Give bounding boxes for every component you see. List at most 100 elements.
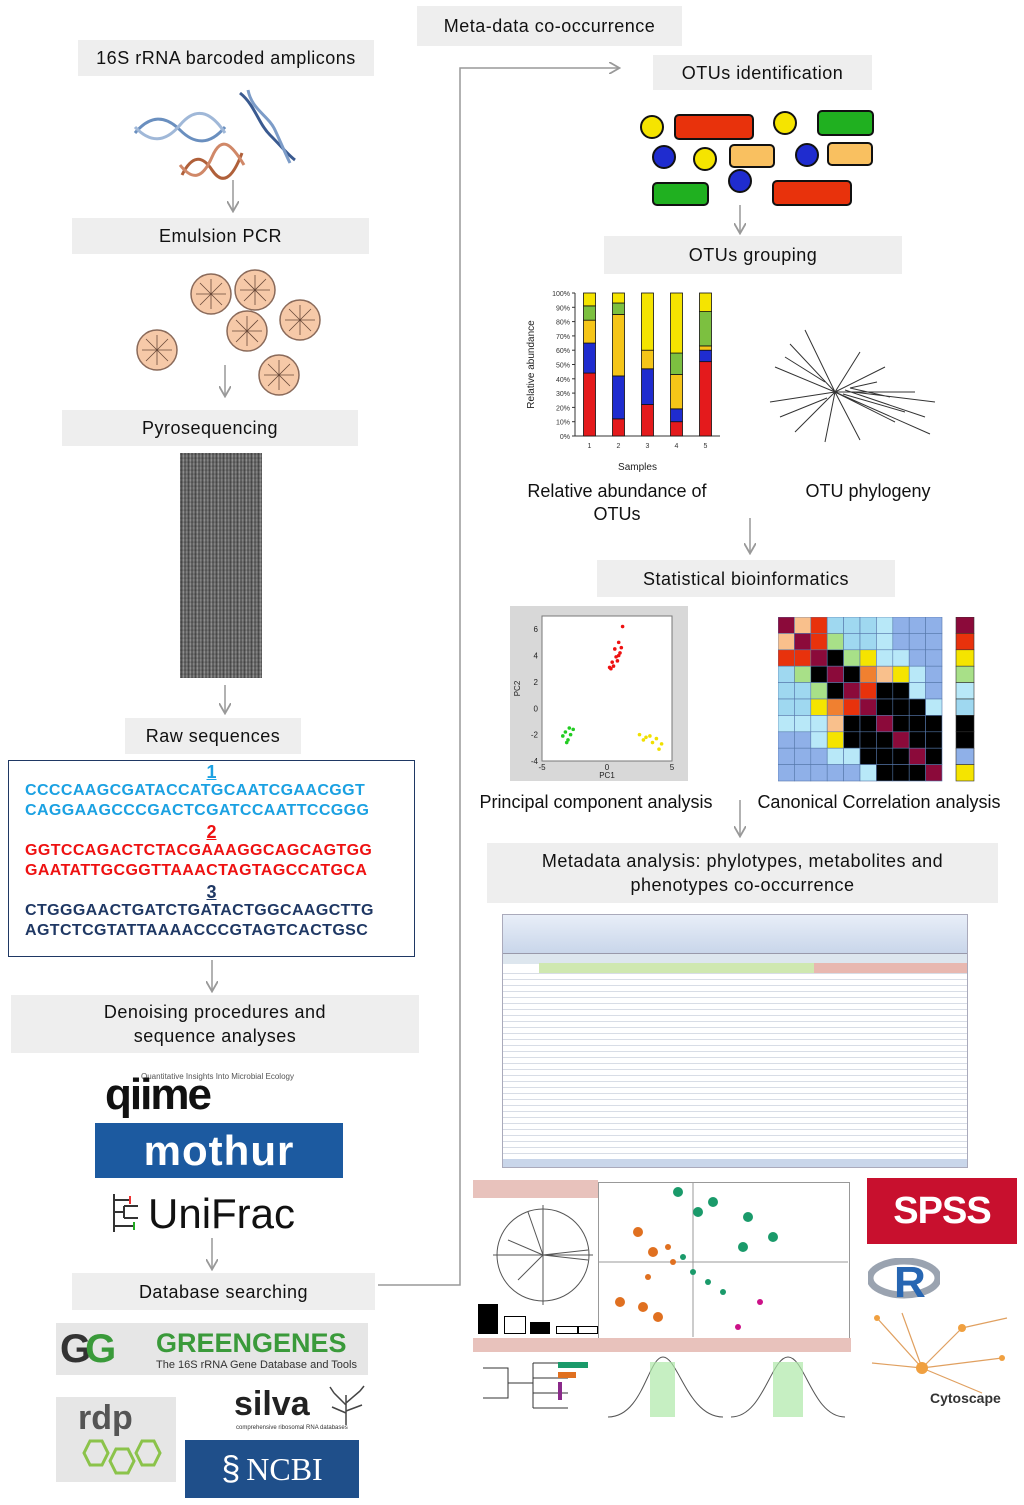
heatmap-cell — [859, 715, 877, 733]
heatmap-cell — [810, 617, 828, 634]
heatmap-cell — [810, 633, 828, 651]
scatter-point — [657, 747, 661, 751]
scatter-point — [619, 645, 624, 650]
bar-segment — [699, 292, 712, 312]
otu-phylogeny-caption: OTU phylogeny — [805, 481, 931, 501]
heatmap-cell — [925, 617, 943, 634]
bar-segment — [612, 375, 625, 420]
factor-density-curves — [607, 1356, 846, 1418]
bar-segment — [612, 302, 625, 315]
x-axis-label: Samples — [618, 462, 657, 473]
bar-segment — [641, 368, 654, 405]
cytoscape-wordmark: Cytoscape — [930, 1390, 1001, 1406]
bar-segment — [583, 292, 596, 307]
rdp-wordmark: rdp — [78, 1399, 133, 1437]
heatmap-cell — [843, 682, 861, 700]
rdp-logo: rdp — [56, 1397, 176, 1482]
color-scale-cell — [955, 682, 975, 700]
x-tick-label: 0 — [605, 763, 610, 772]
heatmap-cell — [843, 649, 861, 667]
sequence-number-1: 1 — [206, 762, 217, 782]
y-tick-label: 60% — [556, 348, 570, 355]
x-tick-label: 2 — [617, 443, 621, 450]
heatmap-cell — [892, 715, 910, 733]
caption-line-1: Relative abundance of — [527, 481, 707, 501]
heatmap-cell — [778, 649, 795, 667]
sequence-number-2: 2 — [206, 822, 217, 842]
bar-segment — [670, 408, 683, 423]
heatmap-cell — [859, 649, 877, 667]
heatmap-cell — [876, 682, 894, 700]
scatter-point — [659, 742, 664, 746]
correlation-circle — [493, 1205, 593, 1305]
step-otu-identification: OTUs identification — [653, 55, 872, 90]
heatmap-cell — [925, 682, 943, 700]
color-scale-cell — [955, 731, 975, 749]
heatmap-cell — [925, 649, 943, 667]
x-tick-label: 1 — [588, 443, 592, 450]
step-statistical-bioinformatics: Statistical bioinformatics — [597, 560, 895, 597]
heatmap-cell — [908, 649, 926, 667]
y-tick-label: 30% — [556, 391, 570, 398]
step-pyrosequencing: Pyrosequencing — [62, 410, 358, 446]
heatmap-cell — [876, 747, 894, 765]
y-axis-label: PC2 — [513, 680, 522, 696]
cca-caption: Canonical Correlation analysis — [757, 792, 1001, 812]
heatmap-cell — [826, 731, 844, 749]
color-scale-cell — [955, 698, 975, 716]
y-tick-label: 20% — [556, 405, 570, 412]
bar-segment — [641, 404, 654, 437]
x-tick-label: 4 — [675, 443, 679, 450]
y-tick-label: 0 — [534, 704, 539, 713]
heatmap-cell — [843, 698, 861, 716]
heatmap-cell — [778, 764, 795, 782]
heatmap-cell — [892, 731, 910, 749]
y-tick-label: 90% — [556, 305, 570, 312]
color-scale-cell — [955, 665, 975, 683]
y-tick-label: 10% — [556, 420, 570, 427]
heatmap-cell — [843, 617, 861, 634]
bar-segment — [699, 361, 712, 437]
heatmap-cell — [908, 747, 926, 765]
heatmap-cell — [925, 698, 943, 716]
scatter-point — [648, 734, 652, 738]
heatmap-cell — [859, 731, 877, 749]
heatmap-cell — [826, 715, 844, 733]
scatter-point — [567, 726, 572, 730]
metadata-line-2: phenotypes co-occurrence — [630, 875, 855, 895]
groups-bars — [558, 1360, 598, 1410]
bar-segment — [583, 372, 596, 437]
y-tick-label: -2 — [531, 731, 539, 740]
heatmap-cell — [843, 731, 861, 749]
heatmap-cell — [826, 649, 844, 667]
heatmap-cell — [925, 715, 943, 733]
scatter-point — [650, 740, 655, 745]
qiime-tagline: Quantitative Insights Into Microbial Eco… — [141, 1072, 294, 1081]
color-scale-cell — [955, 633, 975, 651]
spreadsheet-green-header — [539, 963, 814, 973]
heatmap-cell — [859, 633, 877, 651]
spss-logo: SPSS — [867, 1178, 1017, 1244]
scatter-point — [564, 740, 569, 745]
bar-segment — [612, 314, 625, 377]
spreadsheet-header-row — [503, 954, 967, 964]
unifrac-tree-icon — [113, 1194, 138, 1232]
heatmap-cell — [876, 698, 894, 716]
scatter-point — [613, 647, 617, 651]
y-tick-label: 2 — [534, 678, 539, 687]
heatmap-cell — [908, 665, 926, 683]
otu-phylogeny-tree — [769, 329, 936, 443]
heatmap-cell — [778, 665, 795, 683]
clustered-scatter — [598, 1182, 848, 1337]
heatmap-cell — [925, 764, 943, 782]
relative-abundance-chart: 0%10%20%30%40%50%60%70%80%90%100%Relativ… — [526, 291, 720, 473]
heatmap-cell — [810, 731, 828, 749]
raw-sequences-box: 1 CCCCAAGCGATACCATGCAATCGAACGGT CAGGAAGC… — [8, 760, 415, 957]
heatmap-cell — [843, 747, 861, 765]
heatmap-cell — [810, 698, 828, 716]
heatmap-cell — [810, 764, 828, 782]
heatmap-cell — [892, 649, 910, 667]
heatmap-cell — [794, 633, 812, 651]
scatter-point — [607, 665, 612, 670]
